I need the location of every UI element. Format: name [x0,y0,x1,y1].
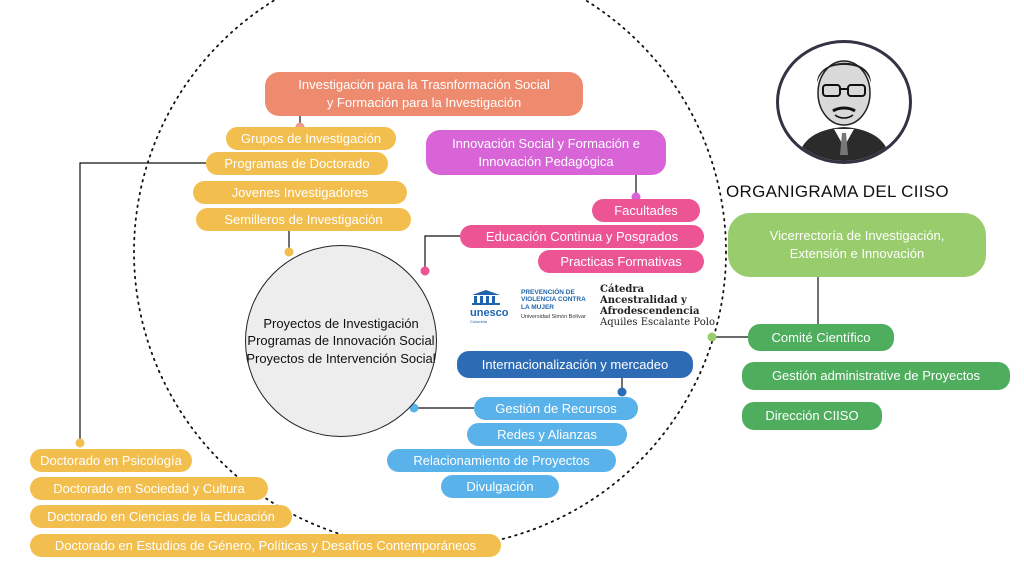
admin-item-gestion: Gestión administrative de Proyectos [742,362,1010,390]
innovation-node: Innovación Social y Formación e Innovaci… [426,130,666,175]
prevencion-line-2: VIOLENCIA CONTRA [521,296,586,304]
dot-doctorate [75,438,85,448]
research-item-semilleros: Semilleros de Investigación [196,208,411,231]
portrait-illustration [797,60,891,161]
doctorate-educacion: Doctorado en Ciencias de la Educación [30,505,292,528]
dot-intl [617,387,627,397]
innovation-item-facultades: Facultades [592,199,700,222]
prevencion-subtext: Universidad Simón Bolívar [521,314,586,321]
unesco-temple-icon [472,290,500,305]
prevencion-logo: PREVENCIÓN DE VIOLENCIA CONTRA LA MUJER … [521,289,586,321]
unesco-wordmark: unesco [470,307,509,319]
research-transformation-node: Investigación para la Trasnformación Soc… [265,72,583,116]
catedra-line-2: Ancestralidad y [600,295,687,306]
dot-research [284,247,294,257]
page-title: ORGANIGRAMA DEL CIISO [726,182,949,201]
vice-node-line-1: Vicerrectoría de Investigación, [769,228,945,244]
education-connector [424,235,460,271]
intl-item-divulgacion: Divulgación [441,475,559,498]
center-circle: Proyectos de Investigación Programas de … [245,245,437,437]
catedra-logo: Cátedra Ancestralidad y Afrodescendencia… [600,284,715,328]
doctorate-psicologia: Doctorado en Psicología [30,449,192,472]
innovation-item-educacion: Educación Continua y Posgrados [460,225,704,248]
center-line-3: Proyectos de Intervención Social [246,350,436,366]
vice-node-line-2: Extensión e Innovación [789,246,925,261]
outer-dotted-circle [133,0,727,549]
vice-rectory-node: Vicerrectoría de Investigación, Extensió… [728,213,986,277]
director-portrait [776,40,912,164]
research-item-jovenes: Jovenes Investigadores [193,181,407,204]
dot-education [420,266,430,276]
center-line-2: Programas de Innovación Social [247,333,435,349]
catedra-line-3: Afrodescendencia [600,306,700,317]
doctorate-genero: Doctorado en Estudios de Género, Polític… [30,534,501,557]
innovation-item-practicas: Practicas Formativas [538,250,704,273]
admin-item-comite: Comité Científico [748,324,894,351]
prevencion-line-3: LA MUJER [521,303,554,311]
catedra-subtext: Aquiles Escalante Polo [600,317,715,328]
innovation-node-line-1: Innovación Social y Formación e [452,135,640,151]
intl-node: Internacionalización y mercadeo [457,351,693,378]
intl-item-relacionamiento: Relacionamiento de Proyectos [387,449,616,472]
innovation-node-line-2: Innovación Pedagógica [478,153,614,169]
intl-item-recursos: Gestión de Recursos [474,397,638,420]
center-line-1: Proyectos de Investigación [263,315,419,331]
research-item-grupos: Grupos de Investigación [226,127,396,150]
prevencion-line-1: PREVENCIÓN DE [521,289,575,296]
unesco-logo: unesco Colombia [468,290,516,324]
unesco-subtext: Colombia [470,319,487,324]
research-item-doctorados: Programas de Doctorado [206,152,388,175]
doctorate-connector [79,162,206,443]
admin-item-direccion: Dirección CIISO [742,402,882,430]
doctorate-sociedad: Doctorado en Sociedad y Cultura [30,477,268,500]
dot-committee [707,332,717,342]
catedra-line-1: Cátedra [600,284,645,295]
research-node-line-2: y Formación para la Investigación [326,95,522,110]
research-node-line-1: Investigación para la Trasnformación Soc… [298,77,550,93]
intl-item-redes: Redes y Alianzas [467,423,627,446]
